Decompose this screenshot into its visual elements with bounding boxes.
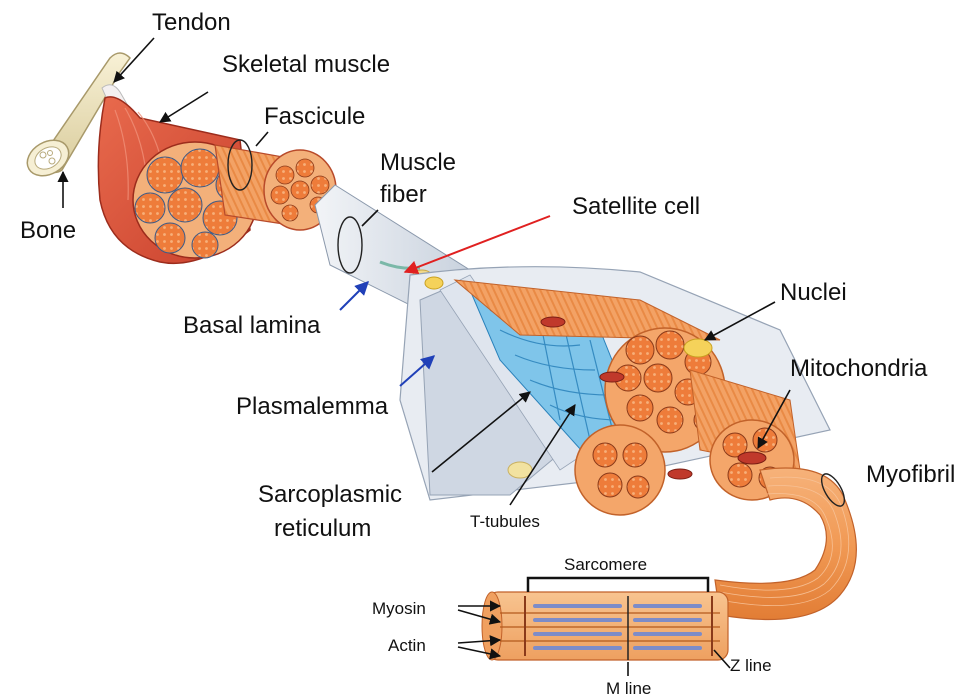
label-muscle-fiber-line2: fiber <box>380 181 427 208</box>
label-muscle-fiber-line1: Muscle <box>380 149 456 176</box>
mitochondrion <box>668 469 692 479</box>
label-actin: Actin <box>388 636 426 655</box>
label-m-line: M line <box>606 679 651 698</box>
pointer-skeletal-muscle <box>160 92 208 122</box>
label-sarcoplasmic-line2: reticulum <box>274 515 371 542</box>
label-skeletal-muscle: Skeletal muscle <box>222 51 390 78</box>
sarcomere-bracket <box>528 578 708 592</box>
satellite-cell-body <box>425 277 443 289</box>
pointer-fascicule <box>256 132 268 146</box>
label-tendon: Tendon <box>152 9 231 36</box>
label-myosin: Myosin <box>372 599 426 618</box>
sarcomere-segment <box>482 578 728 660</box>
label-satellite-cell: Satellite cell <box>572 193 700 220</box>
label-fascicule: Fascicule <box>264 103 365 130</box>
label-basal-lamina: Basal lamina <box>183 312 321 339</box>
mitochondrion <box>738 452 766 464</box>
pointer-basal-lamina <box>340 282 368 310</box>
label-mitochondria: Mitochondria <box>790 355 928 382</box>
label-bone: Bone <box>20 217 76 244</box>
mitochondrion <box>600 372 624 382</box>
label-t-tubules: T-tubules <box>470 512 540 531</box>
label-nuclei: Nuclei <box>780 279 847 306</box>
label-sarcomere: Sarcomere <box>564 555 647 574</box>
mitochondrion <box>541 317 565 327</box>
nucleus <box>684 339 712 357</box>
label-myofibril: Myofibril <box>866 461 955 488</box>
label-z-line: Z line <box>730 656 772 675</box>
label-sarcoplasmic-line1: Sarcoplasmic <box>258 481 402 508</box>
label-plasmalemma: Plasmalemma <box>236 393 389 420</box>
